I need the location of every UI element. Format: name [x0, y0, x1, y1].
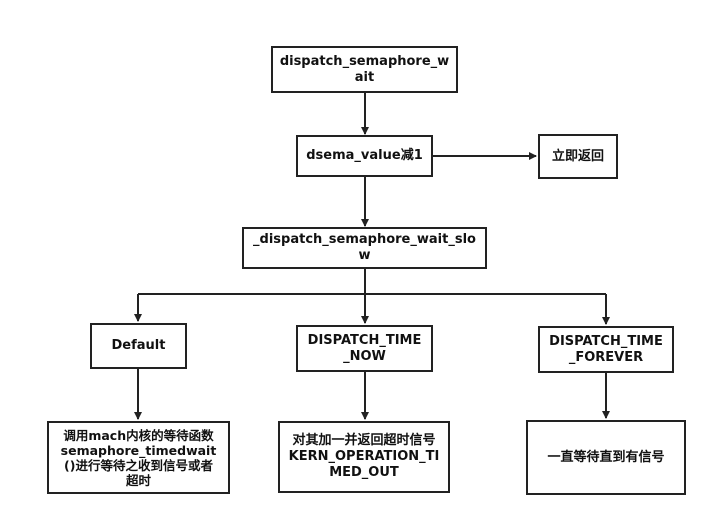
node-dsema-value-decrement: dsema_value减1	[296, 135, 433, 177]
node-label: 立即返回	[551, 148, 604, 164]
node-label: 一直等待直到有信号	[547, 449, 665, 465]
node-dispatch-semaphore-wait: dispatch_semaphore_w ait	[271, 46, 458, 93]
node-return-immediately: 立即返回	[538, 134, 618, 179]
node-dispatch-time-now: DISPATCH_TIME _NOW	[296, 325, 433, 372]
node-kern-operation-timed-out: 对其加一并返回超时信号 KERN_OPERATION_TI MED_OUT	[278, 421, 450, 493]
node-label: _dispatch_semaphore_wait_slo w	[253, 232, 476, 263]
node-label: DISPATCH_TIME _FOREVER	[549, 333, 663, 365]
node-mach-timedwait: 调用mach内核的等待函数 semaphore_timedwait ()进行等待…	[47, 421, 230, 494]
node-default: Default	[90, 323, 187, 369]
node-dispatch-time-forever: DISPATCH_TIME _FOREVER	[538, 326, 674, 373]
node-label: DISPATCH_TIME _NOW	[307, 332, 422, 364]
node-label: dsema_value减1	[306, 148, 423, 163]
node-label: Default	[111, 338, 166, 353]
node-wait-forever: 一直等待直到有信号	[526, 420, 686, 495]
node-label: dispatch_semaphore_w ait	[279, 53, 450, 85]
node-dispatch-semaphore-wait-slow: _dispatch_semaphore_wait_slo w	[242, 227, 487, 269]
node-label: 调用mach内核的等待函数 semaphore_timedwait ()进行等待…	[60, 427, 217, 488]
node-label: 对其加一并返回超时信号 KERN_OPERATION_TI MED_OUT	[288, 433, 440, 480]
